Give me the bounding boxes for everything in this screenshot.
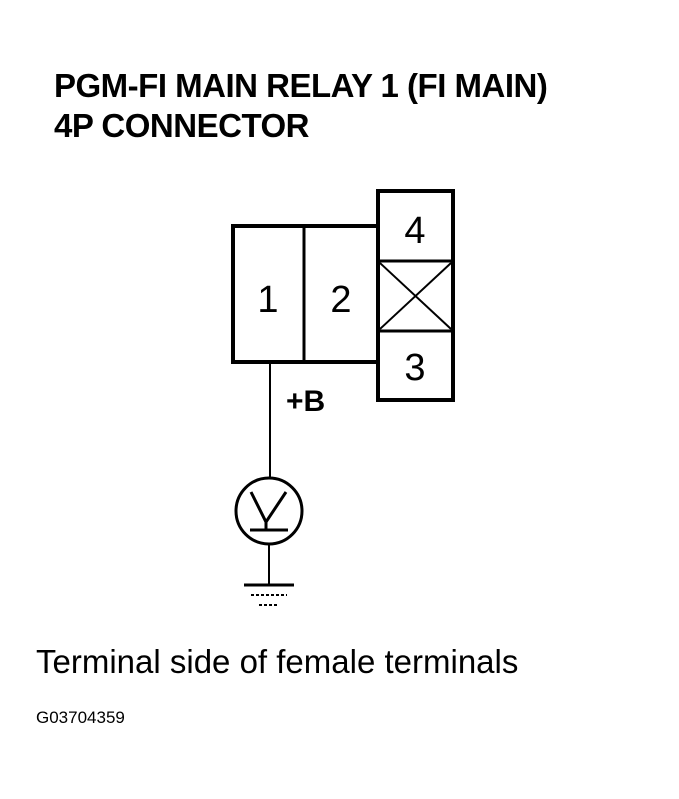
connector-body xyxy=(231,224,381,364)
voltmeter-icon xyxy=(234,476,304,546)
diagram-title: PGM-FI MAIN RELAY 1 (FI MAIN) 4P CONNECT… xyxy=(54,66,548,146)
pin-1-label: 1 xyxy=(257,279,278,321)
diagram-caption: Terminal side of female terminals xyxy=(36,643,519,680)
figure-code: G03704359 xyxy=(36,708,125,727)
title-line-2: 4P CONNECTOR xyxy=(54,107,310,144)
ground-icon xyxy=(244,583,294,606)
pin-4-label: 4 xyxy=(404,210,425,252)
pin-3-label: 3 xyxy=(404,347,425,389)
empty-cavity-icon xyxy=(379,262,452,330)
title-line-1: PGM-FI MAIN RELAY 1 (FI MAIN) xyxy=(54,67,548,104)
pin-2-label: 2 xyxy=(330,279,351,321)
probe-label: +B xyxy=(286,385,325,418)
